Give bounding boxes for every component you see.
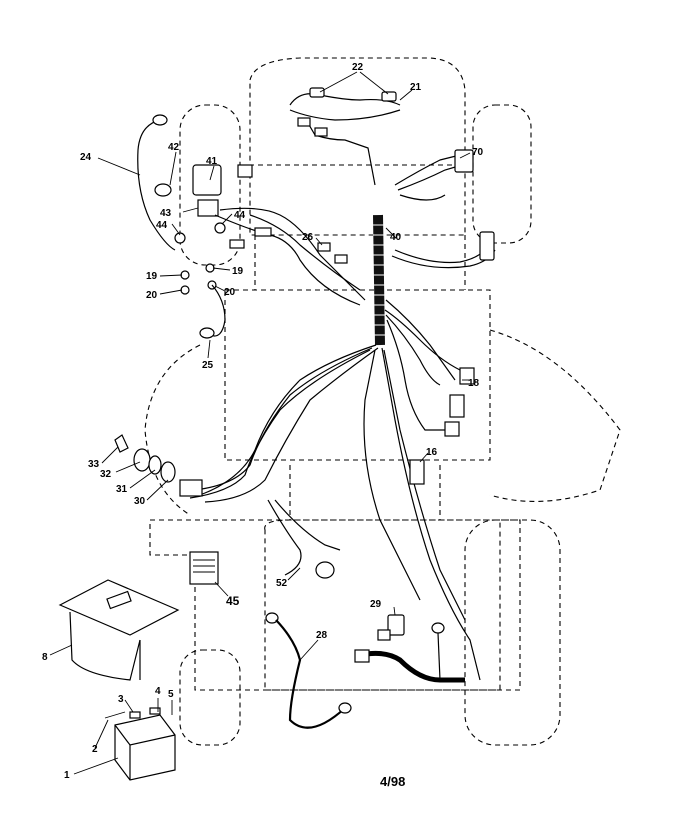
callout-22: 22 [352, 62, 364, 73]
callout-41: 41 [206, 156, 218, 167]
callout-5: 5 [168, 689, 174, 700]
callout-52: 52 [276, 578, 288, 589]
callout-33: 33 [88, 459, 100, 470]
callout-26: 26 [302, 232, 314, 243]
leader-lines [49, 71, 471, 775]
battery-tray [58, 579, 180, 681]
callout-3: 3 [118, 694, 124, 705]
callout-2: 2 [92, 744, 98, 755]
module-45 [189, 551, 219, 585]
callout-4: 4 [155, 686, 161, 697]
callout-29: 29 [370, 599, 382, 610]
callout-30: 30 [134, 496, 146, 507]
callout-21: 21 [410, 82, 422, 93]
callout-8: 8 [42, 652, 48, 663]
switch-connectors [409, 367, 475, 485]
headlight-connectors [289, 87, 401, 186]
battery [104, 698, 176, 781]
callout-24: 24 [80, 152, 92, 163]
callout-28: 28 [316, 630, 328, 641]
callout-20-right: 20 [224, 287, 236, 298]
solenoid-assembly [137, 114, 366, 339]
callout-19-left: 19 [146, 271, 158, 282]
lead-52 [267, 499, 341, 579]
callout-19-right: 19 [232, 266, 244, 277]
right-harness-branch [391, 149, 496, 269]
callout-1: 1 [64, 770, 70, 781]
callout-16: 16 [426, 447, 438, 458]
ground-cable-28 [265, 612, 352, 729]
callout-40: 40 [390, 232, 402, 243]
callout-44-right: 44 [234, 210, 246, 221]
callout-42: 42 [168, 142, 180, 153]
callout-25: 25 [202, 360, 214, 371]
callout-31: 31 [116, 484, 128, 495]
callout-70: 70 [472, 147, 484, 158]
footer-date-code: 4/98 [380, 774, 405, 789]
main-wire-loom [189, 214, 481, 681]
ignition-switch-parts [114, 434, 203, 497]
callout-18: 18 [468, 378, 480, 389]
callout-32: 32 [100, 469, 112, 480]
callout-45: 45 [226, 594, 240, 608]
callout-44-left: 44 [156, 220, 168, 231]
part-29 [354, 614, 465, 683]
callout-20-left: 20 [146, 290, 158, 301]
callout-43: 43 [160, 208, 172, 219]
tractor-outline [144, 57, 621, 746]
callout-labels: 22 21 70 24 42 41 43 44 44 19 19 20 20 2… [42, 62, 484, 781]
